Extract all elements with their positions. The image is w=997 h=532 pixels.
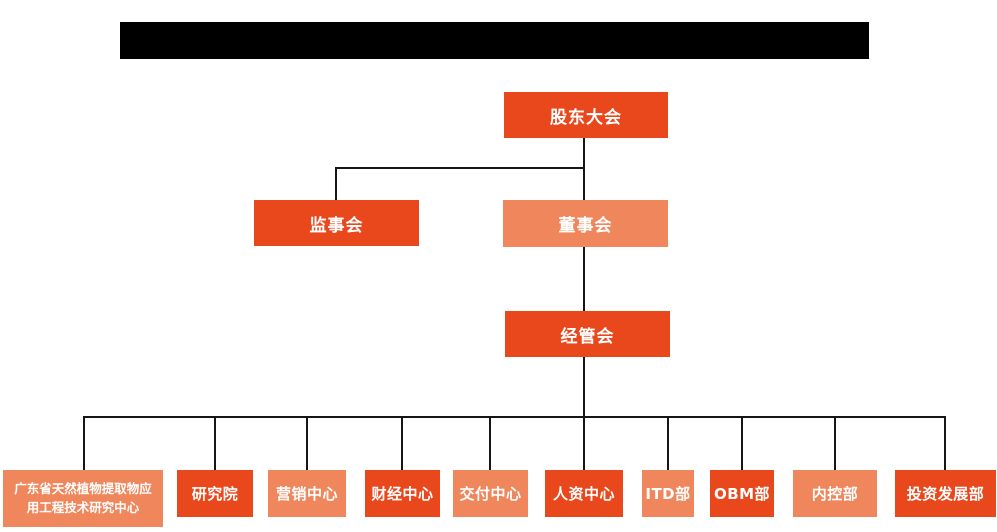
- org-node-dept-obm: OBM部: [710, 470, 774, 517]
- org-node-dept-delivery-center: 交付中心: [453, 470, 528, 517]
- org-node-management-committee: 经管会: [505, 311, 670, 357]
- connector-board-to-management: [583, 247, 585, 311]
- org-node-dept-research-center: 广东省天然植物提取物应用工程技术研究中心: [3, 470, 163, 527]
- connector-to-supervisory: [335, 167, 337, 200]
- redacted-title-bar: [120, 22, 869, 59]
- connector-departments-horizontal: [83, 416, 946, 418]
- connector-root-down: [583, 138, 585, 200]
- org-node-dept-investment-development: 投资发展部: [895, 470, 996, 517]
- org-node-dept-finance-center: 财经中心: [365, 470, 440, 517]
- org-node-dept-internal-control: 内控部: [793, 470, 877, 517]
- connector-drop-dept-3: [306, 416, 308, 470]
- connector-drop-dept-7: [667, 416, 669, 470]
- connector-management-down: [583, 357, 585, 417]
- connector-drop-dept-5: [489, 416, 491, 470]
- connector-drop-dept-1: [83, 416, 85, 470]
- org-node-dept-itd: ITD部: [642, 470, 694, 517]
- org-node-dept-hr-center: 人资中心: [545, 470, 623, 517]
- org-node-shareholders-meeting: 股东大会: [504, 92, 668, 138]
- connector-drop-dept-4: [401, 416, 403, 470]
- connector-drop-dept-2: [214, 416, 216, 470]
- connector-drop-dept-6: [583, 416, 585, 470]
- connector-drop-dept-9: [834, 416, 836, 470]
- connector-drop-dept-10: [944, 416, 946, 470]
- connector-branch-horizontal: [335, 167, 585, 169]
- org-node-supervisory-board: 监事会: [254, 200, 419, 246]
- org-node-dept-marketing-center: 营销中心: [268, 470, 346, 517]
- connector-drop-dept-8: [741, 416, 743, 470]
- org-node-dept-research-institute: 研究院: [177, 470, 253, 517]
- org-node-board-of-directors: 董事会: [503, 200, 668, 247]
